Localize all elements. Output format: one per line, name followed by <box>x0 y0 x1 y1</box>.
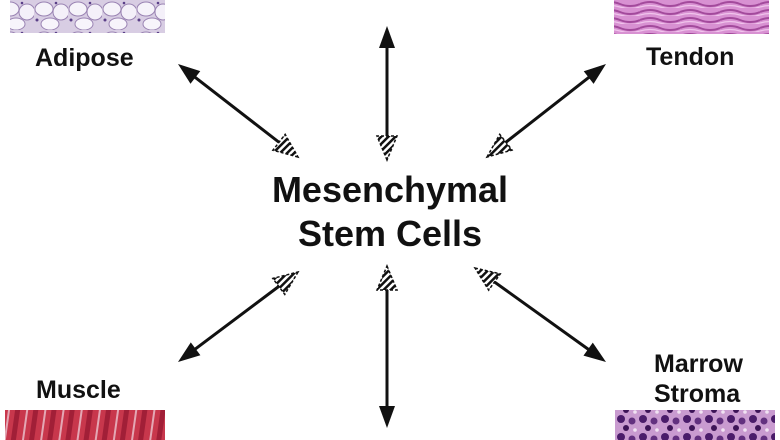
arrow-tendon <box>485 64 606 159</box>
label-adipose: Adipose <box>35 44 134 72</box>
arrow-tendon-dashed-head <box>485 132 514 159</box>
label-marrow-stroma: Marrow Stroma <box>654 349 743 409</box>
arrow-adipose-shaft <box>191 73 284 146</box>
adipose-tissue-image <box>10 0 165 33</box>
arrow-muscle-solid-head <box>178 342 201 362</box>
label-muscle: Muscle <box>36 376 121 404</box>
arrow-marrow-dashed-head <box>473 266 502 292</box>
tendon-tissue-image <box>614 0 769 34</box>
arrow-bottom-dashed-head <box>375 264 399 291</box>
arrow-adipose <box>178 64 300 159</box>
label-marrow-line2: Stroma <box>654 380 741 408</box>
arrow-bottom-solid-head <box>379 406 395 428</box>
marrow-tissue-image <box>615 410 775 440</box>
arrow-adipose-solid-head <box>178 64 201 84</box>
arrow-marrow <box>473 266 606 362</box>
center-title-line2: Stem Cells <box>297 213 483 254</box>
muscle-tissue-image <box>5 410 165 440</box>
label-marrow-line1: Marrow <box>654 350 743 378</box>
center-title: Mesenchymal Stem Cells <box>240 168 540 256</box>
arrow-muscle <box>178 270 300 362</box>
arrow-adipose-dashed-head <box>271 133 300 159</box>
arrow-tendon-shaft <box>501 73 593 146</box>
arrow-muscle-dashed-head <box>271 270 300 296</box>
arrow-tendon-solid-head <box>583 64 606 84</box>
arrow-muscle-shaft <box>191 282 283 353</box>
arrow-top <box>375 26 399 162</box>
arrow-top-dashed-head <box>375 135 399 162</box>
center-title-line1: Mesenchymal <box>271 169 509 210</box>
arrow-marrow-solid-head <box>583 342 606 362</box>
arrow-marrow-shaft <box>490 278 593 353</box>
arrow-bottom <box>375 264 399 428</box>
arrow-top-solid-head <box>379 26 395 48</box>
label-tendon: Tendon <box>646 43 735 71</box>
